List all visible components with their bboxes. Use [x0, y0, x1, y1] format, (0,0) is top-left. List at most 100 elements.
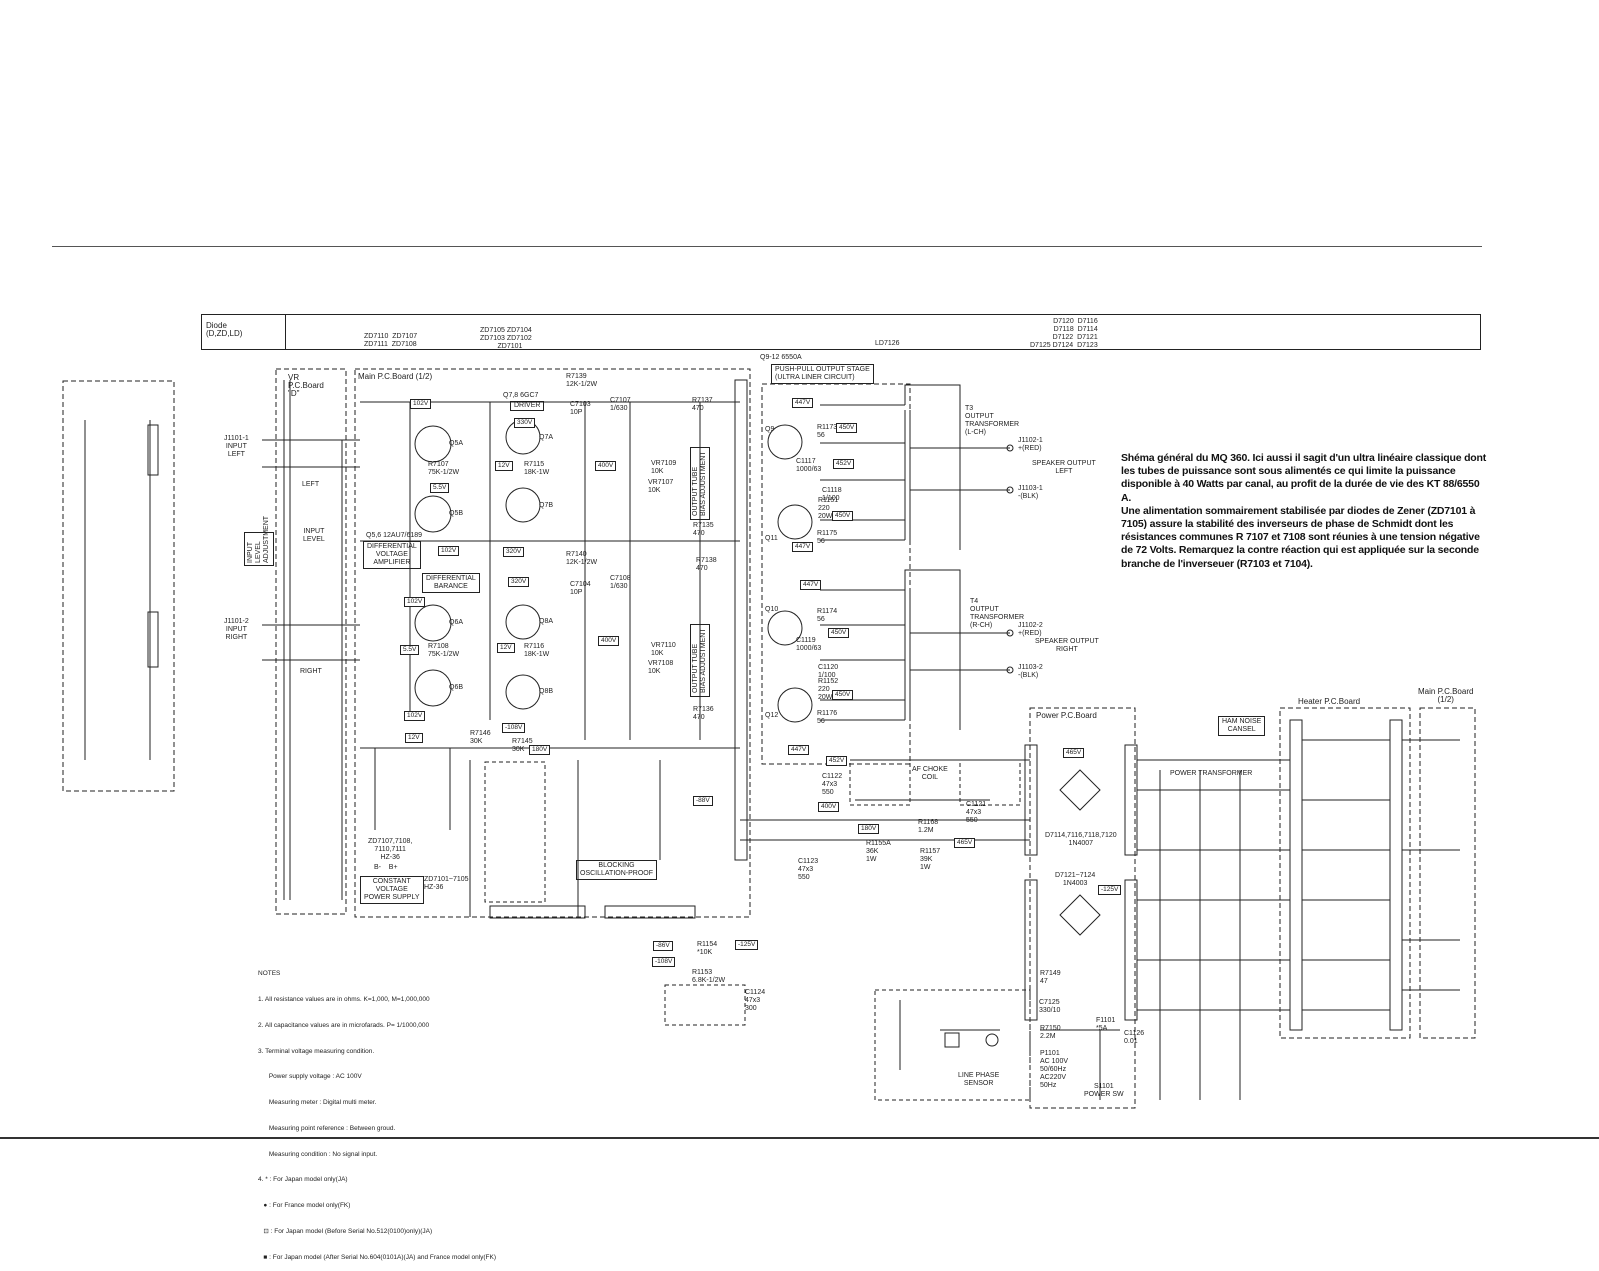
diode-table-right: D7120 D7116 D7118 D7114 D7122 D7121 D712…	[1030, 318, 1098, 349]
note-line: Measuring condition : No signal input.	[258, 1150, 378, 1158]
part-label: C7125 330/10	[1039, 999, 1061, 1014]
part-label: VR7109 10K	[651, 460, 677, 475]
note-line: 3. Terminal voltage measuring condition.	[258, 1047, 375, 1055]
tube-label: Q8B	[539, 688, 554, 695]
part-label: R1176 56	[817, 710, 838, 725]
voltage-tag: -108V	[652, 957, 676, 967]
voltage-tag: 180V	[858, 824, 880, 834]
part-label: R7138 470	[696, 557, 717, 572]
q56-label: Q5,6 12AU7/6189	[366, 532, 423, 539]
part-label: R7115 18K-1W	[524, 461, 550, 476]
ac-input-label: P1101 AC 100V 50/60Hz AC220V 50Hz	[1040, 1050, 1069, 1089]
voltage-tag: 320V	[508, 577, 530, 587]
note-line: 2. All capacitance values are in microfa…	[258, 1021, 430, 1029]
part-label: C1120 1/100	[818, 664, 839, 679]
main-board-label: Main P.C.Board (1/2)	[358, 372, 433, 381]
driver-label: DRIVER	[510, 401, 545, 411]
j1102-2-label: J1102-2 +(RED)	[1018, 622, 1043, 637]
voltage-tag: 5.5V	[430, 483, 450, 493]
part-label: C1123 47x3 550	[798, 858, 819, 881]
voltage-tag: 102V	[404, 711, 426, 721]
top-rule	[52, 246, 1482, 247]
part-label: R1174 56	[817, 608, 838, 623]
part-label: C7103 10P	[570, 401, 591, 416]
diode-table-divider	[285, 314, 286, 349]
voltage-tag: 447V	[792, 542, 814, 552]
tube-label: Q8A	[539, 618, 554, 625]
part-label: R1168 1.2M	[918, 819, 939, 834]
part-label: R7149 47	[1040, 970, 1061, 985]
bias-adjustment-2: OUTPUT TUBE BIAS ADJUSTMENT	[690, 624, 710, 697]
part-label: C7107 1/630	[610, 397, 631, 412]
diode-table-ld: LD7126	[875, 340, 900, 347]
diode-table-header: Diode (D,ZD,LD)	[206, 321, 243, 338]
ham-noise-cancel: HAM NOISE CANSEL	[1218, 716, 1266, 736]
part-label: C7108 1/630	[610, 575, 631, 590]
part-label: R7140 12K-1/2W	[566, 551, 598, 566]
voltage-tag: 102V	[438, 546, 460, 556]
voltage-tag: -125V	[1098, 885, 1122, 895]
part-label: R7108 75K-1/2W	[428, 643, 460, 658]
part-label: R7145 30K	[512, 738, 533, 753]
note-line: ⊡ : For Japan model (Before Serial No.51…	[258, 1228, 433, 1235]
diode-note-2: D7121~7124 1N4003	[1055, 872, 1096, 887]
voltage-tag: 452V	[833, 459, 855, 469]
voltage-tag: 102V	[404, 597, 426, 607]
input-level-adjustment: INPUT LEVEL ADJUSTMENT	[244, 516, 274, 566]
vr-board-label: VR P.C.Board "D"	[288, 373, 324, 398]
j1103-1-label: J1103-1 -(BLK)	[1018, 485, 1043, 500]
tube-label: Q5A	[449, 440, 464, 447]
voltage-tag: 320V	[503, 547, 525, 557]
input-right-jack: J1101-2 INPUT RIGHT	[224, 618, 249, 641]
diode-note-1: D7114,7116,7118,7120 1N4007	[1045, 832, 1117, 847]
main-board-2-label: Main P.C.Board (1/2)	[1418, 687, 1474, 704]
voltage-tag: 5.5V	[400, 645, 420, 655]
part-label: C1118 1/100	[822, 487, 842, 502]
power-board-label: Power P.C.Board	[1036, 711, 1097, 720]
note-line: Measuring meter : Digital multi meter.	[258, 1099, 377, 1107]
part-label: R1152 220 20W	[818, 678, 839, 701]
description-paragraph-1: Shéma général du MQ 360. Ici aussi il sa…	[1121, 452, 1487, 504]
voltage-tag: 450V	[832, 690, 854, 700]
part-label: R7150 2.2M	[1040, 1025, 1061, 1040]
voltage-tag: 400V	[598, 636, 620, 646]
part-label: VR7110 10K	[651, 642, 676, 657]
voltage-tag: 330V	[514, 418, 536, 428]
part-label: C1122 47x3 550	[822, 773, 843, 796]
t4-label: T4 OUTPUT TRANSFORMER (R-CH)	[970, 598, 1025, 629]
notes-block: NOTES 1. All resistance values are in oh…	[258, 953, 496, 1271]
tube-label: Q6A	[449, 619, 464, 626]
voltage-tag: 450V	[828, 628, 850, 638]
part-label: R1155A 36K 1W	[866, 840, 891, 863]
part-label: R7146 30K	[470, 730, 491, 745]
tube-label: Q11	[765, 535, 778, 542]
part-label: R7136 470	[693, 706, 714, 721]
description-text: Shéma général du MQ 360. Ici aussi il sa…	[1121, 452, 1489, 571]
part-label: C1124 47x3 300	[745, 989, 766, 1012]
voltage-tag: 400V	[595, 461, 617, 471]
bottom-rule	[0, 1137, 1599, 1139]
input-level-label: INPUT LEVEL	[303, 528, 325, 543]
voltage-tag: 12V	[495, 461, 513, 471]
part-label: R1153 6.8K-1/2W	[692, 969, 726, 984]
voltage-tag: 450V	[836, 423, 858, 433]
part-label: R7139 12K-1/2W	[566, 373, 598, 388]
q78-label: Q7,8 6GC7	[503, 392, 539, 399]
line-phase-sensor: LINE PHASE SENSOR	[958, 1072, 1000, 1087]
part-label: F1101 *5A	[1096, 1017, 1116, 1032]
right-label: RIGHT	[300, 668, 322, 675]
differential-voltage-amplifier: DIFFERENTIAL VOLTAGE AMPLIFIER	[363, 541, 421, 569]
voltage-tag: -86V	[653, 941, 673, 951]
voltage-tag: 180V	[529, 745, 551, 755]
part-label: R7135 470	[693, 522, 714, 537]
part-label: R1151 220 20W	[818, 497, 839, 520]
schematic-drawing	[62, 368, 1476, 1109]
note-line: ■ : For Japan model (After Serial No.604…	[258, 1253, 497, 1261]
voltage-tag: -88V	[693, 796, 713, 806]
note-line: ● : For France model only(FK)	[258, 1202, 351, 1210]
tube-label: Q5B	[449, 510, 464, 517]
note-line: Power supply voltage : AC 100V	[258, 1073, 362, 1081]
notes-title: NOTES	[258, 970, 281, 978]
note-line: 4. * : For Japan model only(JA)	[258, 1176, 348, 1184]
part-label: R1154 *10K	[697, 941, 718, 956]
